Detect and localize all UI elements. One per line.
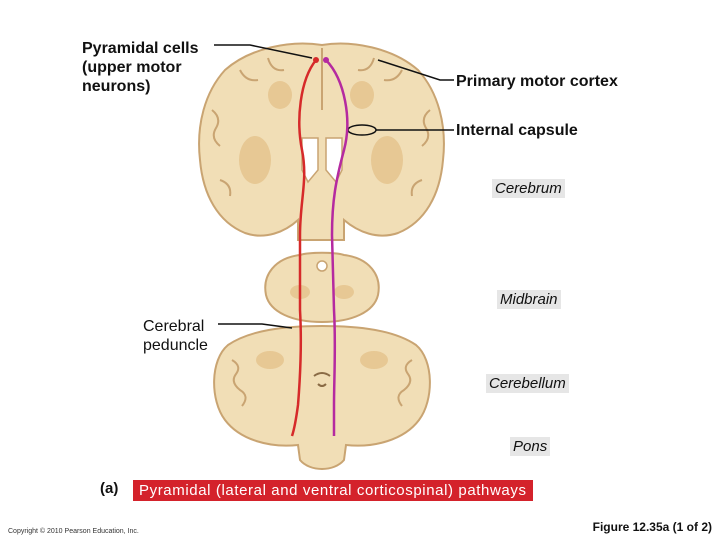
label-internal-capsule: Internal capsule — [456, 122, 578, 139]
caption-title: Pyramidal (lateral and ventral corticosp… — [133, 480, 533, 501]
ventral-pathway-magenta — [325, 59, 349, 436]
copyright-text: Copyright © 2010 Pearson Education, Inc. — [8, 528, 139, 535]
label-cerebrum: Cerebrum — [492, 179, 565, 198]
label-cerebral-peduncle: Cerebral peduncle — [143, 318, 208, 354]
lateral-pathway-red — [290, 59, 317, 437]
figure-number: Figure 12.35a (1 of 2) — [592, 520, 712, 534]
caption-letter: (a) — [100, 480, 119, 497]
label-midbrain: Midbrain — [497, 290, 561, 309]
leader-lines — [214, 44, 454, 329]
label-pons: Pons — [510, 437, 551, 456]
brainstem-section — [213, 251, 431, 470]
label-primary-motor-cortex: Primary motor cortex — [456, 73, 618, 90]
cerebrum-section — [198, 42, 445, 241]
label-pyramidal-cells: Pyramidal cells (upper motor neurons) — [82, 40, 199, 95]
label-cerebellum: Cerebellum — [486, 374, 569, 393]
